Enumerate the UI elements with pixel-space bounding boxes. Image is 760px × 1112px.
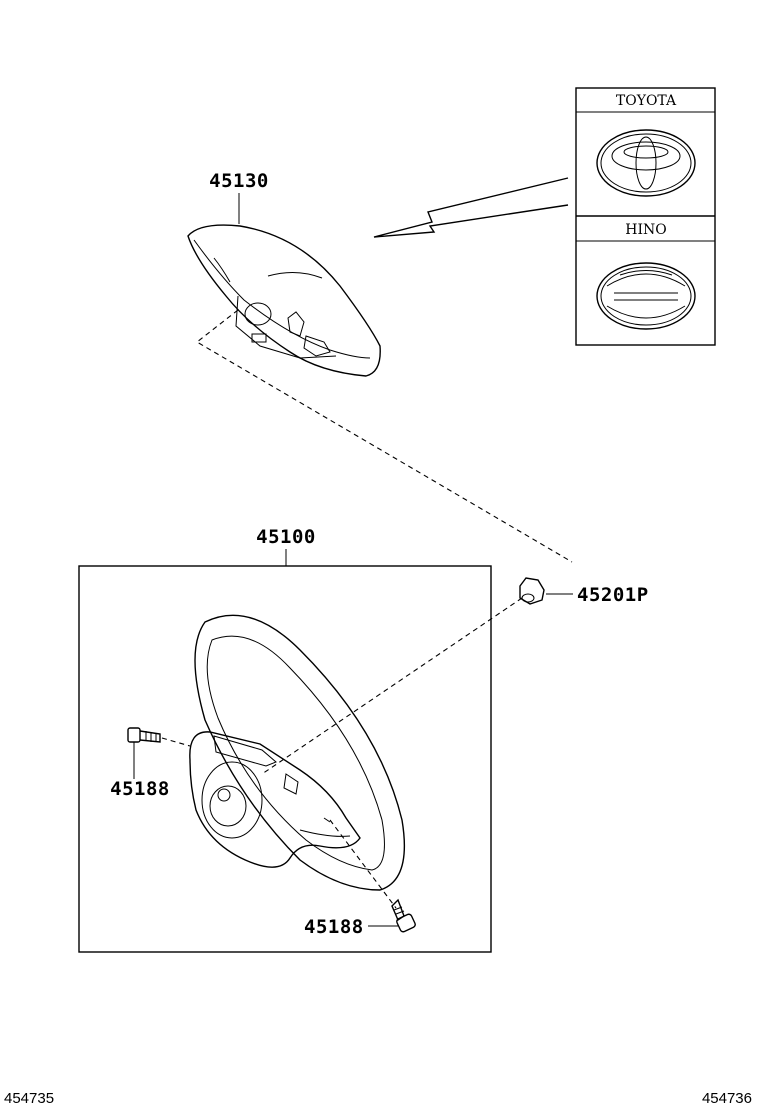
- bolt-left-icon: [127, 727, 161, 743]
- dashed-leader-nut: [261, 597, 523, 775]
- footer-code-left: 454735: [4, 1090, 54, 1107]
- hino-emblem-icon: [596, 262, 696, 330]
- wheel-assembly-box: [78, 565, 492, 953]
- bolt-bottom-icon: [391, 898, 416, 933]
- dashed-leader-pad: [196, 309, 573, 563]
- emblem-arrow-icon: [373, 177, 569, 238]
- footer-code-right: 454736: [702, 1090, 752, 1107]
- steering-pad-drawing: [187, 224, 381, 377]
- toyota-emblem-label: TOYOTA: [616, 93, 677, 109]
- nut-icon: [519, 577, 545, 605]
- hino-emblem-label: HINO: [625, 222, 666, 238]
- steering-wheel-drawing: [189, 614, 406, 891]
- dashed-leader-bolt-left: [161, 737, 191, 747]
- part-label-45100: 45100: [256, 526, 316, 548]
- part-label-45130: 45130: [209, 170, 269, 192]
- emblem-options-box: TOYOTA HINO: [575, 87, 716, 346]
- part-label-45201p: 45201P: [577, 584, 649, 606]
- toyota-emblem-icon: [596, 129, 696, 197]
- part-label-45188-left: 45188: [110, 778, 170, 800]
- part-label-45188-bottom: 45188: [304, 916, 364, 938]
- dashed-leader-bolt-bottom: [329, 819, 397, 909]
